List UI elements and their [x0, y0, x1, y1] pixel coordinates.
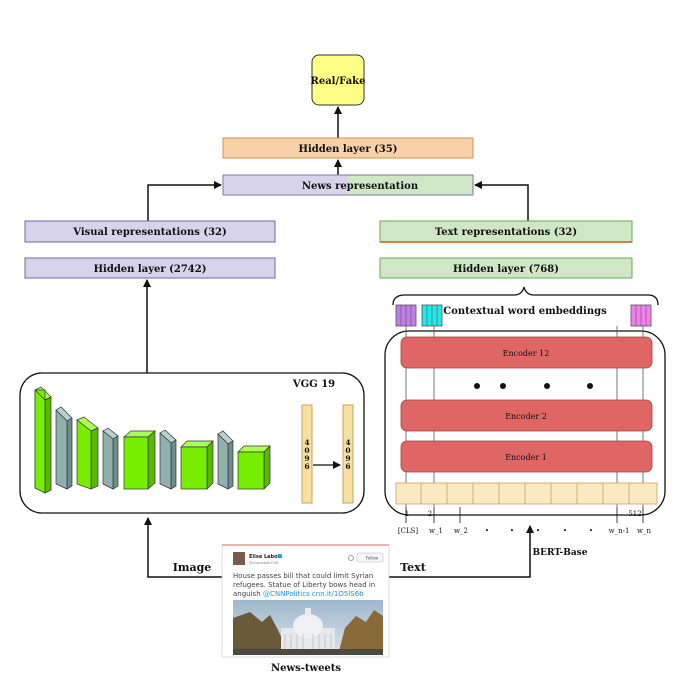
position-1: 1 [405, 510, 409, 518]
token-wn-1: w_n-1 [609, 527, 630, 535]
tweet-card: Elise Labott @eliselabottCNN Follow Hous… [221, 544, 390, 658]
conv-block-3 [123, 430, 156, 490]
encoder-ellipsis [474, 383, 593, 389]
avatar [233, 552, 245, 565]
connector-text [389, 525, 534, 578]
position-2: 2 [428, 510, 432, 518]
text-label: Text [400, 561, 426, 574]
connector-image [144, 517, 222, 578]
image-label: Image [173, 561, 212, 574]
visual-representations-label: Visual representations (32) [72, 227, 227, 238]
w1-embedding-icon [421, 304, 443, 327]
settings-icon [348, 555, 354, 561]
token-wn: w_n [637, 527, 651, 535]
cls-embedding-icon [395, 304, 417, 327]
svg-text:•: • [589, 527, 593, 535]
tweet-handle: @eliselabottCNN [249, 561, 279, 565]
tweet-text-line-3: anguish [233, 590, 261, 598]
visual-hidden-layer-label: Hidden layer (2742) [94, 264, 207, 275]
text-hidden-layer-label: Hidden layer (768) [453, 264, 559, 275]
token-ellipsis: • • • • • [485, 527, 593, 535]
conv-block-4 [180, 440, 214, 490]
conv-block-2 [76, 416, 99, 490]
bert-base-label: BERT-Base [533, 548, 588, 558]
tweet-text-line-2: refugees. Statue of Liberty bows head in [233, 581, 375, 589]
real-fake-label: Real/Fake [311, 76, 366, 87]
visual-representations-box [24, 220, 276, 243]
fc-layer-2 [342, 404, 354, 504]
encoder-2 [400, 399, 653, 432]
tweet-link[interactable]: @CNNPolitics cnn.it/1O5lS6b [263, 590, 364, 598]
conv-block-1 [34, 386, 52, 494]
follow-button[interactable] [356, 552, 384, 563]
contextual-embeddings-label: Contextual word embeddings [443, 306, 607, 317]
pool-block-4 [217, 430, 234, 490]
cnn-layer-blocks [34, 386, 271, 494]
pool-block-2 [102, 427, 119, 490]
hidden-layer-35-box [222, 137, 474, 159]
hidden-layer-35-label: Hidden layer (35) [299, 144, 398, 155]
conv-block-5 [237, 445, 271, 490]
token-cls: [CLS] [398, 527, 419, 535]
real-fake-node [311, 54, 365, 106]
text-representations-label: Text representations (32) [435, 227, 577, 238]
wn-embedding-icon [630, 304, 652, 327]
encoder-2-label: Encoder 2 [505, 412, 547, 421]
encoder-12-label: Encoder 12 [503, 349, 550, 358]
connector-visual-to-news [147, 181, 222, 221]
encoder-12 [400, 336, 653, 369]
svg-text:•: • [485, 527, 489, 535]
svg-text:•: • [563, 527, 567, 535]
token-input-strip [395, 482, 658, 505]
vgg19-label: VGG 19 [292, 379, 335, 390]
visual-hidden-layer-box [24, 257, 276, 279]
token-w2: w_2 [454, 527, 468, 535]
capitol-photo [233, 600, 383, 655]
news-representation-box [222, 174, 474, 196]
pool-block-1 [55, 406, 73, 490]
embedding-brace [392, 286, 659, 306]
svg-text:•: • [536, 527, 540, 535]
text-hidden-layer-box [379, 257, 633, 279]
token-w1: w_1 [429, 527, 443, 535]
tweet-text-line-1: House passes bill that could limit Syria… [233, 572, 373, 580]
verified-icon [278, 554, 282, 558]
svg-text:•: • [510, 527, 514, 535]
position-512: 512 [628, 510, 641, 518]
news-representation-label: News representation [302, 181, 419, 192]
encoder-1 [400, 440, 653, 473]
encoder-1-label: Encoder 1 [505, 453, 547, 462]
connector-text-to-news [474, 181, 529, 221]
follow-button-label: Follow [366, 556, 379, 561]
tweet-author: Elise Labott [249, 554, 283, 560]
news-tweets-caption: News-tweets [271, 663, 341, 674]
pool-block-3 [159, 429, 177, 490]
token-ticks [405, 507, 644, 523]
fc-layer-1 [301, 404, 313, 504]
